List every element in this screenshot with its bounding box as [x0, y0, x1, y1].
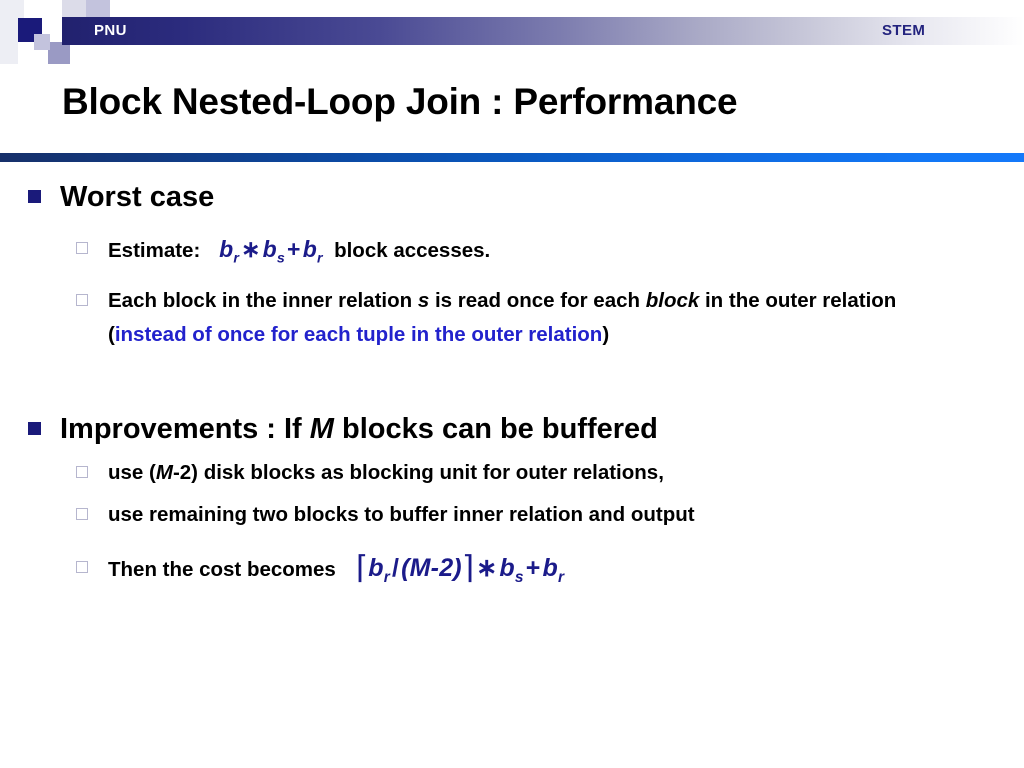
each-block-italic-block: block	[645, 288, 700, 312]
square-bullet-icon	[28, 190, 41, 203]
cost-term-br2: b	[542, 553, 559, 582]
bullet-level1-worst-case: Worst case	[0, 178, 1024, 216]
cost-term-br1: b	[368, 553, 384, 582]
bullet-level2-estimate: Estimate: br∗bs+br block accesses.	[0, 232, 1024, 276]
mosaic-tile-pale-2	[62, 0, 86, 17]
mosaic-tile-pale-1	[0, 0, 24, 18]
formula-sub-s: s	[276, 250, 286, 267]
cost-sub-r2: r	[558, 568, 565, 586]
cost-formula: ⌈br/(M-2)⌉∗bs+br	[342, 550, 565, 586]
formula-op-plus: +	[287, 236, 301, 262]
formula-ceil-open: ⌈	[355, 549, 369, 585]
cost-op-mul: ∗	[476, 553, 498, 582]
formula-op-mul: ∗	[241, 236, 261, 262]
cost-lead: Then the cost becomes	[108, 557, 336, 581]
formula-sub-r2: r	[316, 250, 323, 267]
cost-sub-s: s	[514, 568, 524, 586]
spacer	[0, 448, 1024, 456]
slide-masthead: PNU STEM	[0, 0, 1024, 72]
bullet-level2-use-m2: use (M-2) disk blocks as blocking unit f…	[0, 456, 1024, 490]
each-block-italic-s: s	[417, 288, 430, 312]
estimate-tail	[323, 239, 334, 262]
spacer	[0, 216, 1024, 232]
slide-body: Worst case Estimate: br∗bs+br block acce…	[0, 178, 1024, 768]
hollow-square-bullet-icon	[76, 465, 88, 478]
cost-term-bs: b	[499, 553, 515, 582]
formula-ceil-close: ⌉	[461, 549, 475, 585]
hollow-square-bullet-icon	[76, 507, 88, 520]
cost-op-div: /	[391, 553, 400, 582]
hollow-square-bullet-icon	[76, 293, 88, 306]
formula-term-br2: b	[302, 236, 317, 262]
hollow-square-bullet-icon	[76, 560, 88, 573]
mosaic-tile-pale-3	[0, 18, 18, 64]
cost-paren-m2: (M-2)	[401, 553, 462, 582]
spacer	[0, 532, 1024, 548]
remaining-two-text: use remaining two blocks to buffer inner…	[108, 502, 695, 526]
bullet-level2-each-block: Each block in the inner relation s is re…	[0, 284, 1024, 352]
use-m2-post: -2) disk blocks as blocking unit for out…	[172, 460, 664, 484]
header-banner-bar	[62, 17, 1024, 45]
spacer	[0, 276, 1024, 284]
each-block-part3: in the outer relation (	[108, 288, 897, 346]
each-block-part1: Each block in the inner relation	[108, 288, 418, 312]
each-block-part2: is read once for each	[429, 288, 646, 312]
mosaic-tile-mid-2	[48, 42, 70, 64]
estimate-tail-text: block accesses.	[334, 239, 491, 262]
section2-heading-post: blocks can be buffered	[333, 412, 658, 445]
bullet-level2-remaining-two: use remaining two blocks to buffer inner…	[0, 498, 1024, 532]
each-block-part4: )	[602, 322, 610, 346]
section2-heading-italic-m: M	[309, 412, 334, 445]
hollow-square-bullet-icon	[76, 242, 88, 254]
section2-heading-pre: Improvements : If	[60, 412, 310, 445]
formula-term-br1: b	[219, 236, 234, 262]
formula-sub-r1: r	[233, 250, 240, 267]
cost-op-plus: +	[525, 553, 541, 582]
estimate-lead: Estimate:	[108, 239, 201, 262]
section1-heading: Worst case	[60, 181, 215, 213]
spacer	[0, 352, 1024, 410]
each-block-highlight: instead of once for each tuple in the ou…	[114, 322, 603, 346]
bullet-level1-improvements: Improvements : If M blocks can be buffer…	[0, 410, 1024, 448]
spacer	[0, 490, 1024, 498]
formula-term-bs: b	[262, 236, 277, 262]
estimate-formula: br∗bs+br	[206, 236, 323, 267]
header-brand-label: PNU	[94, 22, 127, 39]
cost-sub-r1: r	[383, 568, 390, 586]
mosaic-tile-light-1	[86, 0, 110, 17]
header-unit-label: STEM	[882, 22, 926, 39]
mosaic-tile-light-3	[34, 34, 50, 50]
use-m2-pre: use (	[108, 460, 156, 484]
use-m2-italic-m: M	[155, 460, 173, 484]
page-title: Block Nested-Loop Join : Performance	[62, 81, 738, 122]
title-divider-rule	[0, 153, 1024, 162]
bullet-level2-cost-becomes: Then the cost becomes ⌈br/(M-2)⌉∗bs+br	[0, 548, 1024, 598]
square-bullet-icon	[28, 421, 41, 435]
